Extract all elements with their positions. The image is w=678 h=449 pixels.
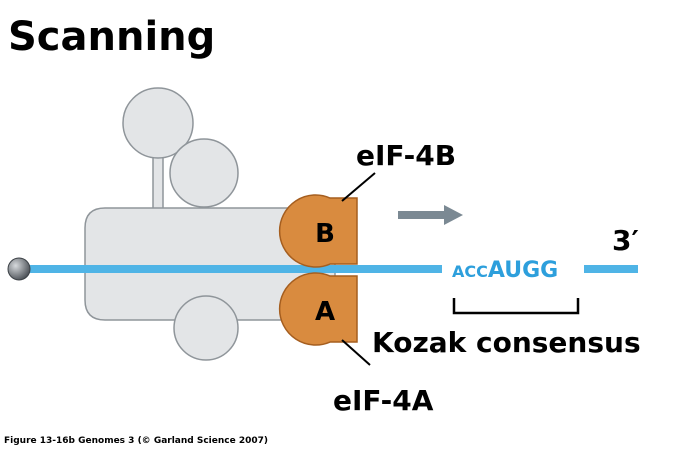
eif-4b-letter: B	[315, 219, 335, 249]
mrna-segment-downstream	[584, 265, 638, 273]
kozak-consensus-label: Kozak consensus	[372, 326, 641, 359]
three-prime-label: 3′	[612, 224, 639, 257]
kozak-prefix: ACC	[452, 262, 488, 281]
ribosome-lower-lobe	[173, 295, 239, 361]
eif-4b-label: eIF-4B	[356, 139, 456, 172]
ribosome-side-lobe	[169, 138, 239, 208]
eif-4a-factor: A	[278, 272, 358, 346]
mrna-strand	[20, 265, 638, 273]
kozak-start-codon: AUGG	[488, 258, 558, 283]
five-prime-cap-icon	[7, 257, 31, 281]
ribosome-upper-lobe	[122, 87, 194, 159]
figure-caption: Figure 13-16b Genomes 3 (© Garland Scien…	[4, 436, 268, 446]
ribosome	[84, 87, 336, 361]
diagram-title: Scanning	[8, 14, 215, 60]
eif-4a-letter: A	[315, 297, 335, 327]
right-arrow-icon	[398, 205, 463, 225]
kozak-bracket	[452, 298, 580, 315]
eif-4a-label: eIF-4A	[333, 384, 434, 417]
eif-4b-leader-line	[341, 172, 376, 202]
kozak-sequence: ACCAUGG	[452, 258, 558, 283]
eif-4b-factor: B	[278, 194, 358, 268]
eif-4a-leader-line	[341, 339, 371, 366]
mrna-segment-upstream	[20, 265, 442, 273]
